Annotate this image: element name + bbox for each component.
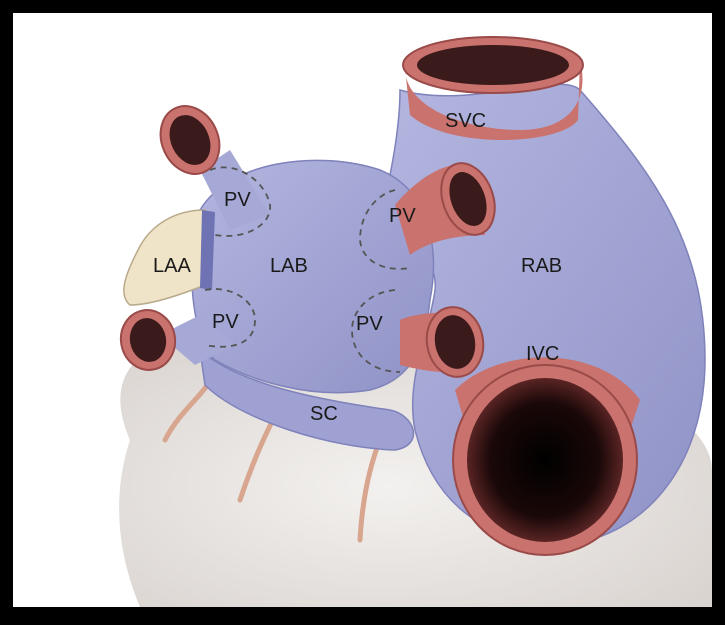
label-rab: RAB [521,255,562,277]
label-sc: SC [310,403,338,425]
label-laa: LAA [153,255,191,277]
label-pv-upper-right: PV [389,205,416,227]
label-pv-lower-left: PV [212,311,239,333]
svc-lumen [417,45,569,85]
label-svc: SVC [445,110,486,132]
label-ivc: IVC [526,343,559,365]
label-pv-lower-right: PV [356,313,383,335]
label-pv-upper-left: PV [224,189,251,211]
ivc-vessel [453,357,640,555]
label-lab: LAB [270,255,308,277]
